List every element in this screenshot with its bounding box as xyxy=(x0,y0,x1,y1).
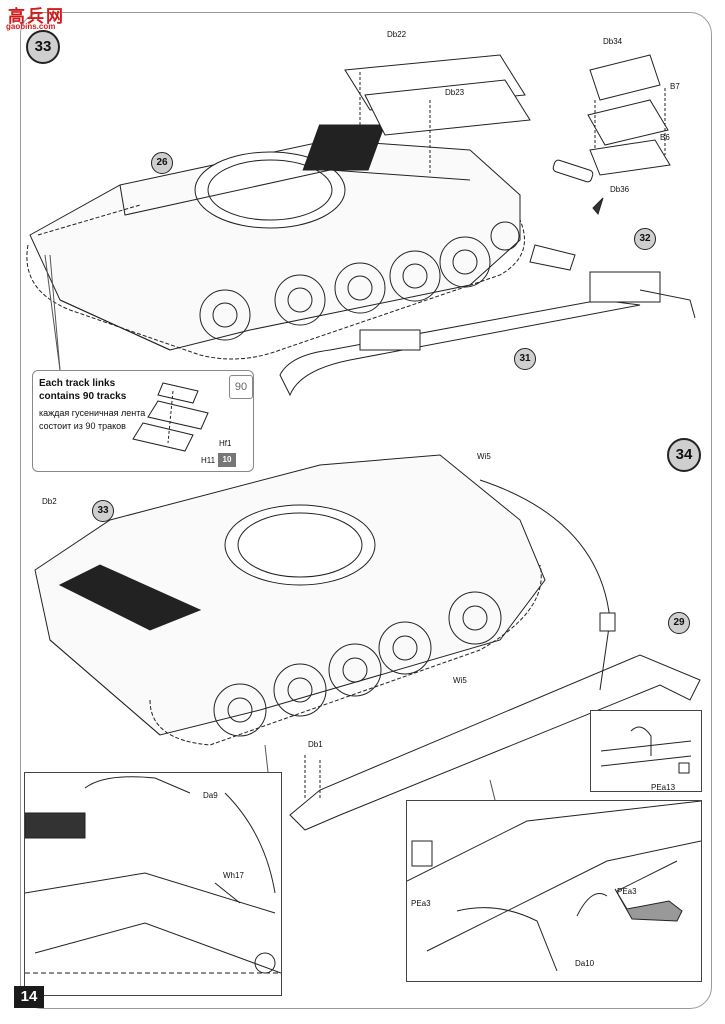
inset-right-drawing xyxy=(407,801,701,972)
ref-badge-29: 29 xyxy=(668,612,690,634)
label-wi5-top: Wi5 xyxy=(477,452,491,461)
road-wheels-step-34 xyxy=(213,591,502,737)
ref-badge-32: 32 xyxy=(634,228,656,250)
label-db36: Db36 xyxy=(610,185,630,194)
label-pea3-left: PEa3 xyxy=(411,899,431,908)
label-db1: Db1 xyxy=(308,740,323,749)
inset-pea13-drawing xyxy=(600,726,692,774)
label-pea3-right: PEa3 xyxy=(617,887,637,896)
label-hf1: Hf1 xyxy=(219,439,232,448)
label-db34: Db34 xyxy=(603,37,623,46)
step-number-34: 34 xyxy=(667,438,701,472)
track-note-english: Each track links contains 90 tracks xyxy=(39,378,127,402)
track-step-34 xyxy=(149,564,542,746)
track-link-drawing xyxy=(132,382,209,452)
fender-step-33 xyxy=(279,271,696,397)
ref-badge-33: 33 xyxy=(92,500,114,522)
label-db22: Db22 xyxy=(387,30,407,39)
step-number-33: 33 xyxy=(26,30,60,64)
track-count-box: 90 xyxy=(229,375,253,399)
label-db2: Db2 xyxy=(42,497,57,506)
inset-da9-wh17: Da9 Wh17 xyxy=(24,772,282,996)
label-b6: B6 xyxy=(660,133,670,142)
track-step-33 xyxy=(26,204,525,360)
inset-left-drawing xyxy=(25,776,281,974)
fender-step-34 xyxy=(289,479,701,831)
inset-pea13: PEa13 xyxy=(590,710,702,792)
watermark-logo: 高兵网 gaobins.com xyxy=(2,2,72,32)
label-pea13: PEa13 xyxy=(651,783,676,792)
track-links-note: Each track links contains 90 tracks кажд… xyxy=(32,370,254,472)
deck-panels xyxy=(344,54,531,175)
ref-badge-31: 31 xyxy=(514,348,536,370)
label-wh17: Wh17 xyxy=(223,871,244,880)
hull-step-33 xyxy=(29,124,521,351)
label-da10: Da10 xyxy=(575,959,595,968)
box-assembly xyxy=(529,54,671,271)
label-wi5-mid: Wi5 xyxy=(453,676,467,685)
watermark-url: gaobins.com xyxy=(6,22,56,31)
track-box-number: 10 xyxy=(218,453,236,467)
label-b7: B7 xyxy=(670,82,680,91)
watermark-title: 高兵网 xyxy=(8,7,65,26)
label-db23: Db23 xyxy=(445,88,465,97)
label-h11: H11 xyxy=(201,456,216,465)
page-number: 14 xyxy=(14,986,44,1008)
label-da9: Da9 xyxy=(203,791,218,800)
hull-step-34 xyxy=(34,454,546,736)
ref-badge-26: 26 xyxy=(151,152,173,174)
inset-pea3-da10: PEa3 PEa3 Da10 xyxy=(406,800,702,982)
track-note-russian: каждая гусеничная лента состоит из 90 тр… xyxy=(39,408,146,431)
